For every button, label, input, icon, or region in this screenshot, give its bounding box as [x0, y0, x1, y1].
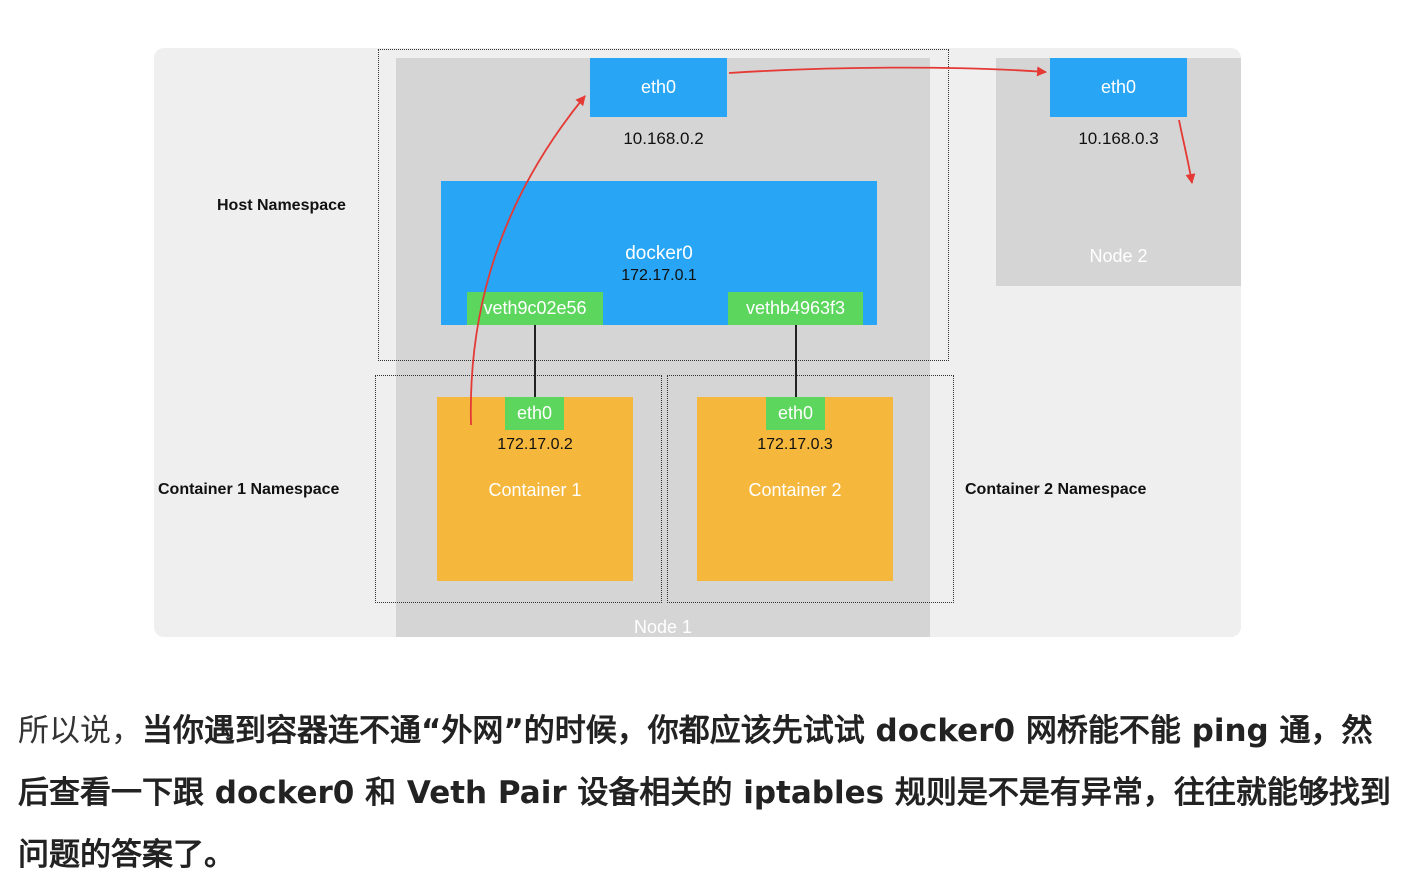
container2-label: Container 2 [748, 480, 842, 500]
node1-eth0-ip: 10.168.0.2 [623, 129, 704, 148]
paragraph-bold: 当你遇到容器连不通“外网”的时候，你都应该先试试 docker0 网桥能不能 p… [18, 713, 1391, 873]
veth1-link [534, 325, 536, 398]
node2-eth0: eth0 [1050, 58, 1187, 117]
docker0-ip: 172.17.0.1 [621, 267, 697, 284]
veth-container2: vethb4963f3 [728, 292, 863, 325]
host-namespace-label: Host Namespace [217, 197, 346, 214]
container1-eth0: eth0 [505, 397, 564, 430]
node1-eth0: eth0 [590, 58, 727, 117]
veth-container1: veth9c02e56 [467, 292, 603, 325]
container2-eth0: eth0 [766, 397, 825, 430]
node2-label: Node 2 [1089, 246, 1148, 266]
node1-label: Node 1 [633, 617, 693, 637]
container2-namespace-box [667, 375, 954, 603]
container1-label: Container 1 [488, 480, 582, 500]
node2-eth0-ip: 10.168.0.3 [1078, 129, 1159, 148]
paragraph-intro: 所以说， [18, 713, 142, 749]
docker0-label: docker0 [625, 243, 693, 264]
container2-namespace-label: Container 2 Namespace [965, 481, 1147, 498]
container2-ip: 172.17.0.3 [757, 436, 833, 453]
container1-ip: 172.17.0.2 [497, 436, 573, 453]
explanation-paragraph: 所以说，当你遇到容器连不通“外网”的时候，你都应该先试试 docker0 网桥能… [18, 700, 1398, 886]
veth2-link [795, 325, 797, 398]
container1-namespace-label: Container 1 Namespace [158, 481, 340, 498]
host-namespace-box [378, 49, 949, 361]
